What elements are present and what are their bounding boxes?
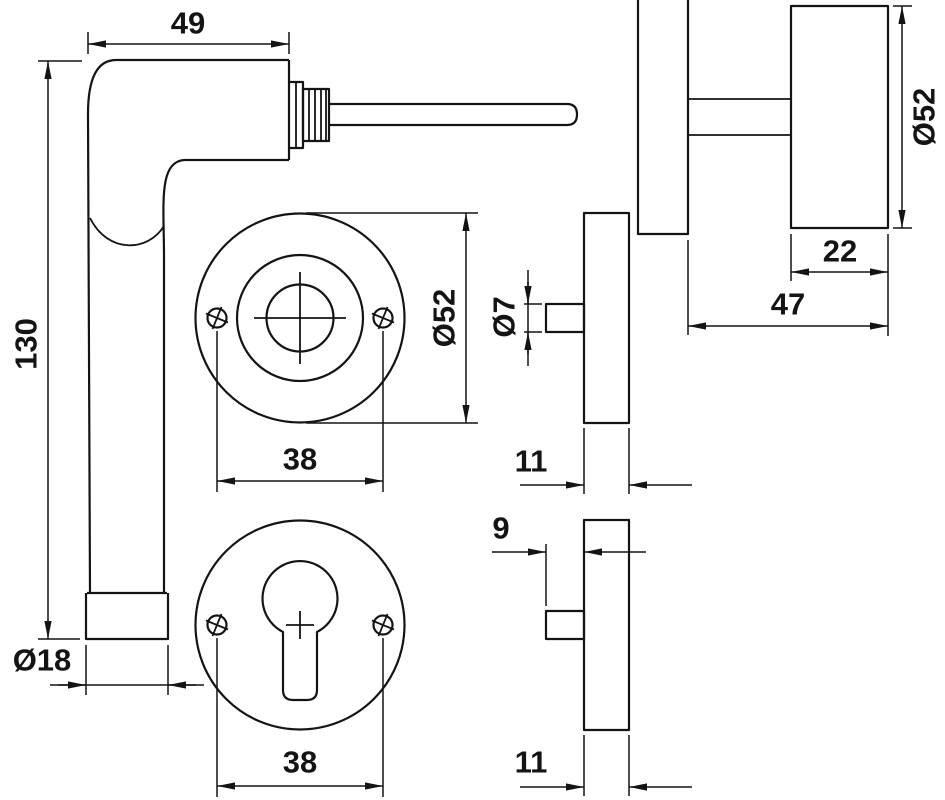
rosette-profile-upper [582,211,631,425]
rosette-side-view-lower [544,518,631,732]
screw-head [205,613,229,637]
knob-head [789,4,890,230]
plain-rosette-front-view [194,212,406,424]
screw-head [205,306,229,330]
dim-label-rosette-thickness-upper: 11 [515,444,548,479]
dim-overall-height: 130 [9,60,82,640]
dim-rosette-thickness-upper: 11 [515,428,692,494]
dim-pin-diameter-extension-lines [524,303,542,333]
dim-label-overall-height: 130 [9,318,44,370]
fixing-pin-lower [544,609,586,641]
euro-cylinder-cutout [261,559,339,702]
dim-pin-offset: 9 [492,511,646,606]
grip-top-and-left-outline [86,58,289,594]
dim-pin-diameter: Ø7 [487,270,542,366]
screw-head-cross [371,306,395,330]
dim-rosette-diameter-extension-lines [306,212,478,424]
dim-knob-head-depth: 22 [790,234,889,336]
spindle [329,102,579,127]
screw-head-circle [206,307,228,329]
dim-knob-diameter: Ø52 [893,5,942,229]
dim-label-rosette-thickness-lower: 11 [515,745,548,780]
dim-screw-spacing-bottom: 38 [216,638,384,797]
dim-grip-length: 49 [87,6,290,54]
screw-head-circle [206,614,228,636]
dim-rosette-thickness-upper-extension-lines [583,428,630,494]
dim-rosette-thickness-lower: 11 [515,735,692,796]
shaft-base-outline [84,593,170,641]
dim-label-knob-head-depth: 22 [823,234,857,269]
screw-head-circle [372,307,394,329]
plain-rosette-outer-circle [194,212,406,424]
screw-head [371,613,395,637]
drawing-root: 49 130 Ø18 [9,0,942,797]
screw-head-cross [205,306,229,330]
dim-rosette-thickness-lower-extension-lines [583,735,630,796]
screw-head-cross [205,613,229,637]
dim-label-screw-spacing-top: 38 [283,442,317,477]
dim-label-pin-offset: 9 [492,511,509,546]
dim-label-grip-length: 49 [171,6,205,41]
dim-label-knob-diameter: Ø52 [907,88,942,147]
cylinder-rosette-center-cross [286,611,314,639]
cylinder-rosette-front-view [194,519,406,731]
dim-label-pin-diameter: Ø7 [487,296,522,337]
rosette-side-view-upper [544,211,631,425]
dim-rosette-diameter: Ø52 [306,212,478,424]
dim-label-knob-projection: 47 [771,287,805,322]
screw-head [371,306,395,330]
lever-handle-front-view [84,58,579,641]
fixing-pin-upper [544,302,586,334]
dim-shaft-diameter-extension-lines [85,645,169,695]
plain-rosette-center-cross [254,272,346,364]
knob-rosette-profile [636,0,690,236]
cylinder-rosette-outer-circle [194,519,406,731]
neck-blend-curve [89,217,165,247]
knob-neck [688,98,791,136]
dim-screw-spacing-bottom-extension-lines [216,638,384,797]
dim-overall-height-extension-lines [38,60,82,640]
knob-side-view [636,0,890,236]
grip-bottom-and-neck-outline [162,158,289,593]
ribbed-ferrule-ribs [308,89,327,141]
plain-rosette-inner-ring [235,253,365,383]
dim-screw-spacing-top-extension-lines [216,331,384,492]
dim-label-rosette-diameter: Ø52 [427,289,462,348]
dim-shaft-diameter: Ø18 [13,643,204,695]
screw-head-circle [372,614,394,636]
dim-screw-spacing-top: 38 [216,331,384,492]
screw-head-cross [371,613,395,637]
dim-label-screw-spacing-bottom: 38 [283,745,317,780]
dim-label-shaft-diameter: Ø18 [13,643,72,678]
dim-knob-projection: 47 [687,240,888,335]
